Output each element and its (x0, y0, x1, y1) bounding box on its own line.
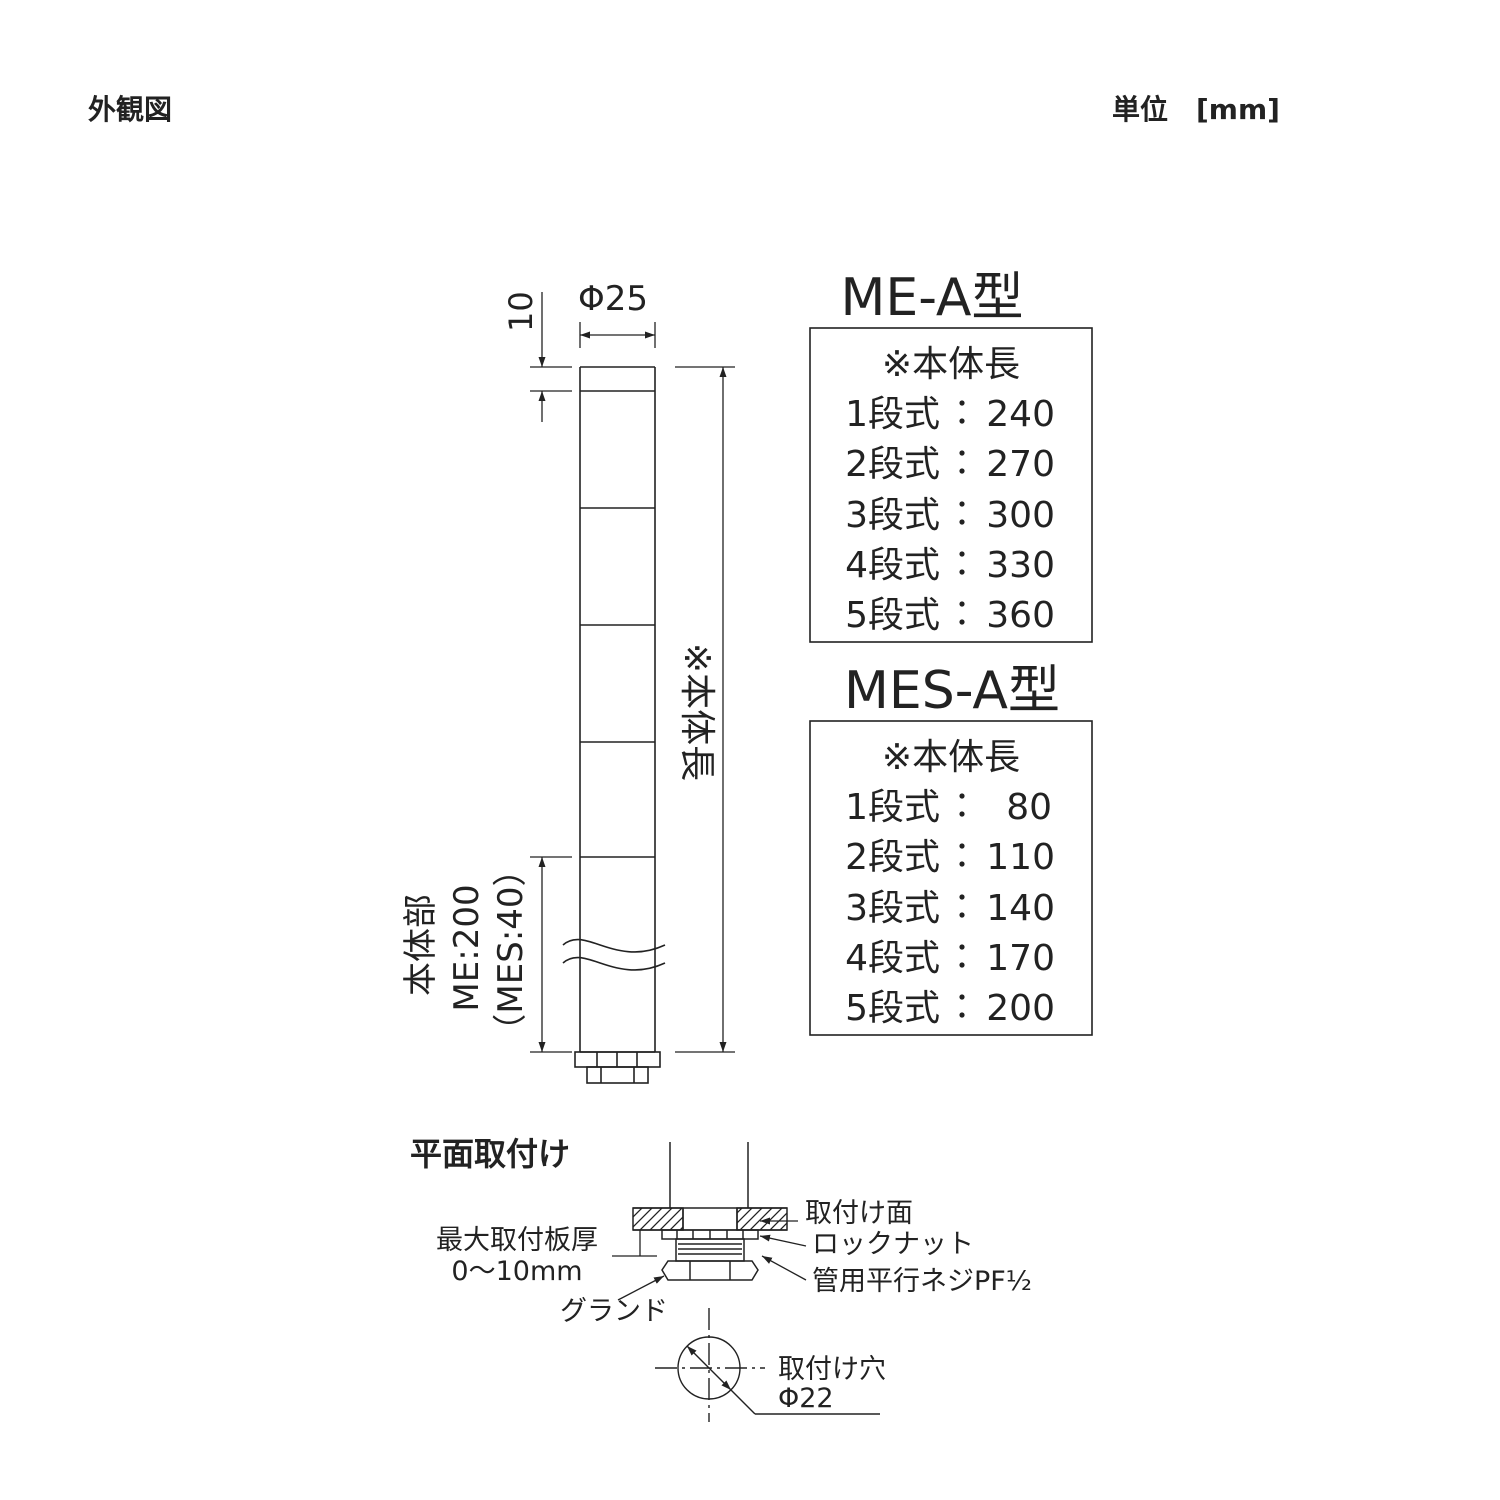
table-row-tier: 3段式 (845, 495, 940, 536)
label-mounting-hole-diameter: Φ22 (778, 1383, 834, 1414)
table-me-frame (809, 327, 1093, 643)
table-row-tier: 2段式 (845, 837, 940, 878)
table-me: ※本体長 1段式 240 2段式 270 3段式 300 4段式 330 5段式… (845, 344, 1055, 636)
dim-body-part-label: 本体部 (401, 894, 441, 996)
dim-diameter-label: Φ25 (578, 279, 648, 319)
label-mounting-surface: 取付け面 (805, 1198, 913, 1229)
label-gland: グランド (560, 1296, 668, 1327)
table-row-tier: 3段式 (845, 888, 940, 929)
base-nut (574, 1051, 661, 1084)
model-title-me: ME-A型 (841, 268, 1024, 328)
table-row-tier: 2段式 (845, 444, 940, 485)
dim-body-part-mes: （MES:40） (491, 852, 531, 1047)
table-mes: ※本体長 1段式 80 2段式 110 3段式 140 4段式 170 5段式 … (845, 737, 1055, 1029)
table-mes-frame (809, 720, 1093, 1036)
table-row-tier: 4段式 (845, 545, 940, 586)
dim-diameter (579, 322, 656, 348)
label-max-thickness-range: 0〜10mm (451, 1256, 582, 1287)
table-heading: ※本体長 (882, 344, 1020, 385)
unit-label: 単位 [mm] (1112, 93, 1280, 126)
table-row-tier: 5段式 (845, 595, 940, 636)
model-title-mes: MES-A型 (844, 661, 1060, 721)
dim-body-part-me: ME:200 (447, 884, 487, 1011)
table-row-tier: 5段式 (845, 988, 940, 1029)
dim-top-height (530, 292, 572, 422)
mounting-hole (655, 1308, 880, 1422)
table-row-value: 200 (986, 988, 1055, 1029)
dim-body-part (530, 856, 572, 1053)
mounting-detail (632, 1142, 788, 1281)
table-row-value: 300 (986, 495, 1055, 536)
table-row-tier: 4段式 (845, 938, 940, 979)
label-mounting-hole: 取付け穴 (778, 1354, 886, 1385)
table-row-value: 270 (986, 444, 1055, 485)
dim-top-height-label: 10 (502, 291, 540, 332)
label-thread: 管用平行ネジPF½ (812, 1266, 1032, 1297)
table-row-value: 360 (986, 595, 1055, 636)
table-row-value: 140 (986, 888, 1055, 929)
dim-body-length-label: ※本体長 (676, 643, 717, 781)
table-heading: ※本体長 (882, 737, 1020, 778)
table-row-value: 80 (1006, 787, 1052, 828)
table-row-value: 330 (986, 545, 1055, 586)
mounting-title: 平面取付け (410, 1135, 570, 1173)
label-max-thickness: 最大取付板厚 (436, 1225, 598, 1256)
dim-body-length (675, 366, 735, 1053)
table-row-value: 110 (986, 837, 1055, 878)
signal-tower-body (579, 366, 656, 1053)
table-row-tier: 1段式 (845, 394, 940, 435)
table-row-value: 240 (986, 394, 1055, 435)
label-locknut: ロックナット (812, 1229, 974, 1260)
table-row-tier: 1段式 (845, 787, 940, 828)
break-symbol (562, 938, 666, 971)
leader-lines (612, 1217, 807, 1301)
table-row-value: 170 (986, 938, 1055, 979)
page-title: 外観図 (88, 93, 173, 126)
